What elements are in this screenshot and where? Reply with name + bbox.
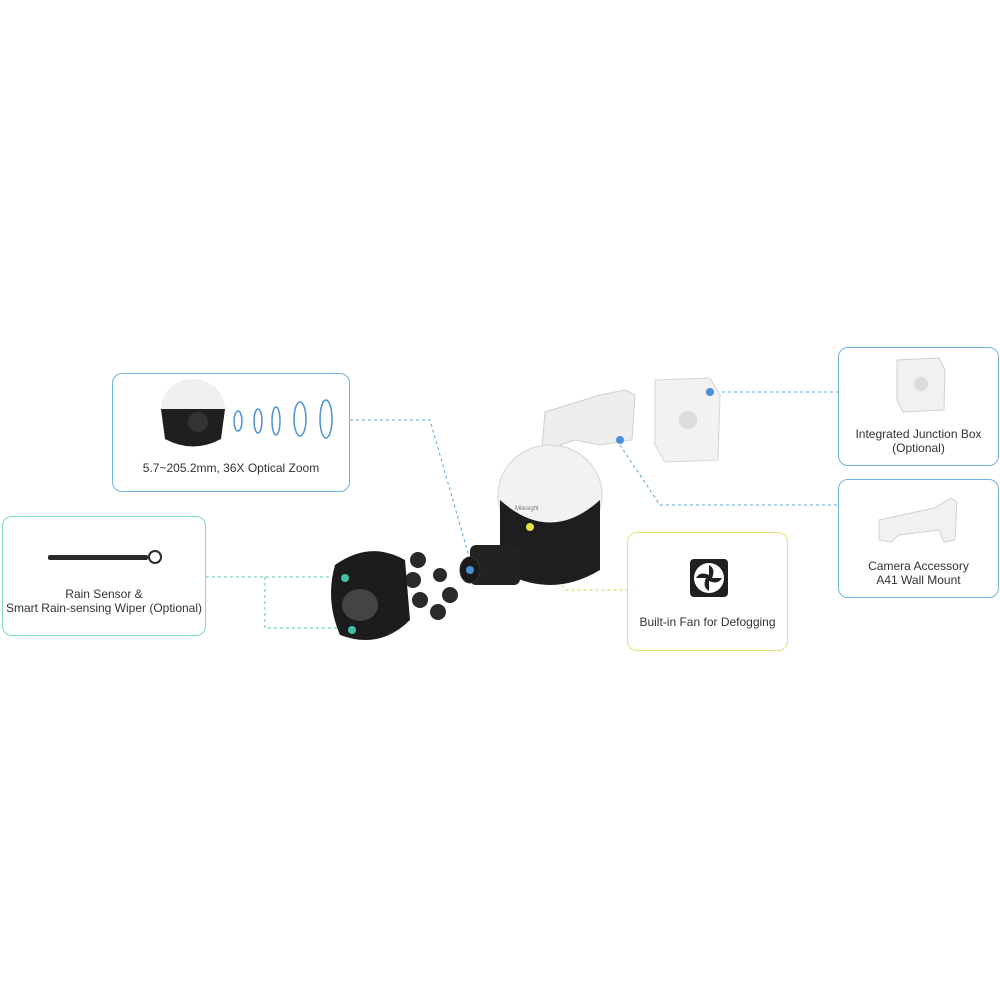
lens-module-icon <box>459 545 520 585</box>
wallmount-connector <box>619 444 838 506</box>
camera-lens-icon <box>161 379 333 447</box>
junction-box-callout: Integrated Junction Box (Optional) <box>838 347 999 466</box>
rain-sensor-label-line2: Smart Rain-sensing Wiper (Optional) <box>5 601 203 615</box>
rain-sensor-label-line1: Rain Sensor & <box>65 587 143 601</box>
fan-label: Built-in Fan for Defogging <box>639 614 776 629</box>
svg-text:Milesight: Milesight <box>515 506 539 512</box>
rain-sensor-callout: Rain Sensor & Smart Rain-sensing Wiper (… <box>2 516 206 636</box>
junction-box-label-line1: Integrated Junction Box <box>855 427 982 441</box>
optical-zoom-label: 5.7~205.2mm, 36X Optical Zoom <box>142 461 320 475</box>
junction-box-icon <box>616 377 721 463</box>
wall-mount-label-line1: Camera Accessory <box>868 559 969 573</box>
fan-icon <box>690 559 728 597</box>
wall-mount-label-line2: A41 Wall Mount <box>876 573 961 587</box>
front-cover-icon <box>331 551 410 640</box>
ir-ring-icon <box>405 552 458 620</box>
wiper-icon <box>48 550 162 564</box>
wall-mount-callout: Camera Accessory A41 Wall Mount <box>838 479 999 598</box>
ptz-camera-icon: Milesight <box>497 389 636 585</box>
junction-box-label-line2: (Optional) <box>892 441 945 455</box>
optical-zoom-callout: 5.7~205.2mm, 36X Optical Zoom <box>112 373 350 492</box>
junction-box-icon <box>896 357 946 413</box>
zoom-connector <box>350 419 471 561</box>
fan-callout: Built-in Fan for Defogging <box>627 532 788 651</box>
wall-mount-icon <box>878 497 958 543</box>
rain-connector-lower <box>264 577 350 629</box>
